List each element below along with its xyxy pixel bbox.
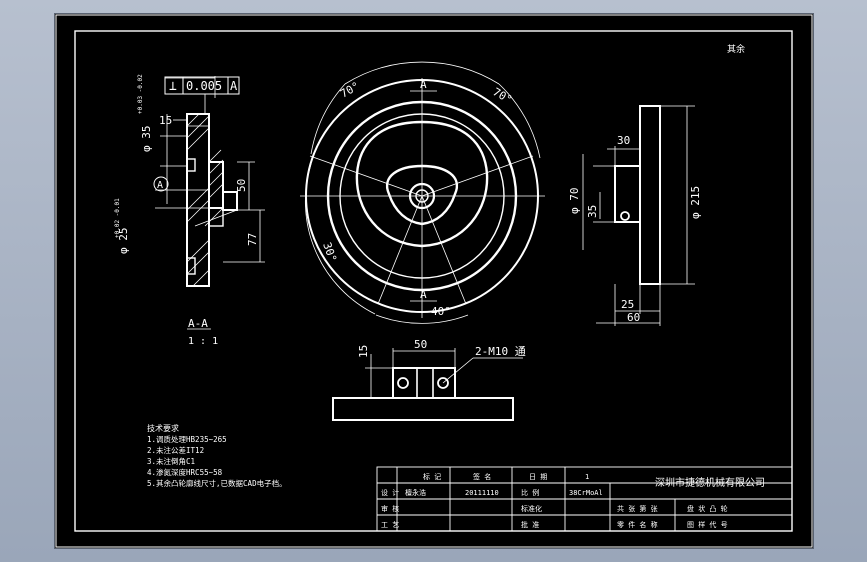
tb-label-c: 日 期 (529, 473, 547, 481)
section-marker-bottom: A (420, 288, 427, 301)
tb-designer: 檀永浩 (405, 488, 426, 497)
note-3: 3.未注倒角C1 (147, 456, 195, 466)
note-1: 1.调质处理HB235~265 (147, 434, 227, 444)
drawing-sheet[interactable]: 其余 ⊥ 0.005 A A 15 φ 35 +0.03 -0.02 50 77… (54, 13, 814, 549)
note-4: 4.渗氮深度HRC55~58 (147, 467, 223, 477)
section-height-50: 50 (235, 179, 248, 192)
tb-label-approve: 批 准 (521, 520, 539, 529)
section-dia-35-tol: +0.03 -0.02 (137, 74, 144, 114)
angle-bottom-40: 40° (431, 305, 451, 318)
thread-callout: 2-M10 通 (475, 345, 526, 358)
section-dia-35: φ 35 (140, 126, 153, 153)
section-label: A-A (188, 317, 208, 330)
section-width-15: 15 (159, 114, 172, 127)
section-dia-25: φ 25 (117, 228, 130, 255)
side-height-35: 35 (586, 205, 599, 218)
tb-role-process: 工 艺 (381, 521, 399, 529)
angle-right-70: 70° (491, 85, 515, 106)
front-view (300, 61, 545, 324)
tolerance-value: 0.005 (186, 79, 222, 93)
note-2: 2.未注公差IT12 (147, 445, 204, 455)
datum-label: A (230, 79, 238, 93)
side-width-25: 25 (621, 298, 634, 311)
tb-qty: 1 (585, 473, 589, 481)
notes-heading: 技术要求 (147, 423, 179, 433)
side-dia-70: φ 70 (568, 188, 581, 215)
section-view (153, 76, 265, 330)
bottom-height-15: 15 (357, 345, 370, 358)
tb-label-scale: 比 例 (521, 488, 539, 497)
corner-mark: 其余 (727, 43, 745, 55)
side-width-60: 60 (627, 311, 640, 324)
angle-side-30: 30° (320, 241, 339, 264)
bottom-width-50: 50 (414, 338, 427, 351)
section-height-77: 77 (246, 233, 259, 246)
tb-right-2: 盘 状 凸 轮 (687, 504, 728, 513)
datum-circle-label: A (157, 180, 163, 191)
tb-date: 20111110 (465, 489, 499, 497)
tb-label-std: 标准化 (521, 504, 542, 513)
note-5: 5.其余凸轮廓线尺寸,已数据CAD电子档。 (147, 478, 287, 488)
angle-left-70: 70° (338, 79, 362, 100)
drawing-canvas: 其余 ⊥ 0.005 A A 15 φ 35 +0.03 -0.02 50 77… (55, 14, 813, 548)
tb-role-design: 设 计 (381, 488, 399, 497)
outer-frame (55, 14, 813, 548)
section-scale: 1 : 1 (188, 336, 218, 347)
tb-right-1: 共 张 第 张 (617, 504, 658, 513)
section-marker-top: A (420, 78, 427, 91)
section-dia-25-tol: +0.02 -0.01 (114, 198, 121, 238)
side-view (582, 105, 695, 326)
tb-company: 深圳市捷德机械有限公司 (655, 476, 765, 489)
tb-label-b: 签 名 (473, 472, 491, 481)
side-dia-215: φ 215 (689, 186, 702, 219)
tb-right-4: 图 样 代 号 (687, 520, 728, 529)
tb-label-a: 标 记 (423, 472, 441, 481)
bottom-view (332, 348, 523, 421)
tb-right-3: 零 件 名 称 (617, 520, 658, 529)
tb-role-review: 审 核 (381, 504, 399, 513)
perpendicularity-symbol: ⊥ (169, 79, 177, 94)
title-block (376, 466, 793, 532)
side-width-30: 30 (617, 134, 630, 147)
tb-material: 38CrMoAl (569, 489, 603, 497)
